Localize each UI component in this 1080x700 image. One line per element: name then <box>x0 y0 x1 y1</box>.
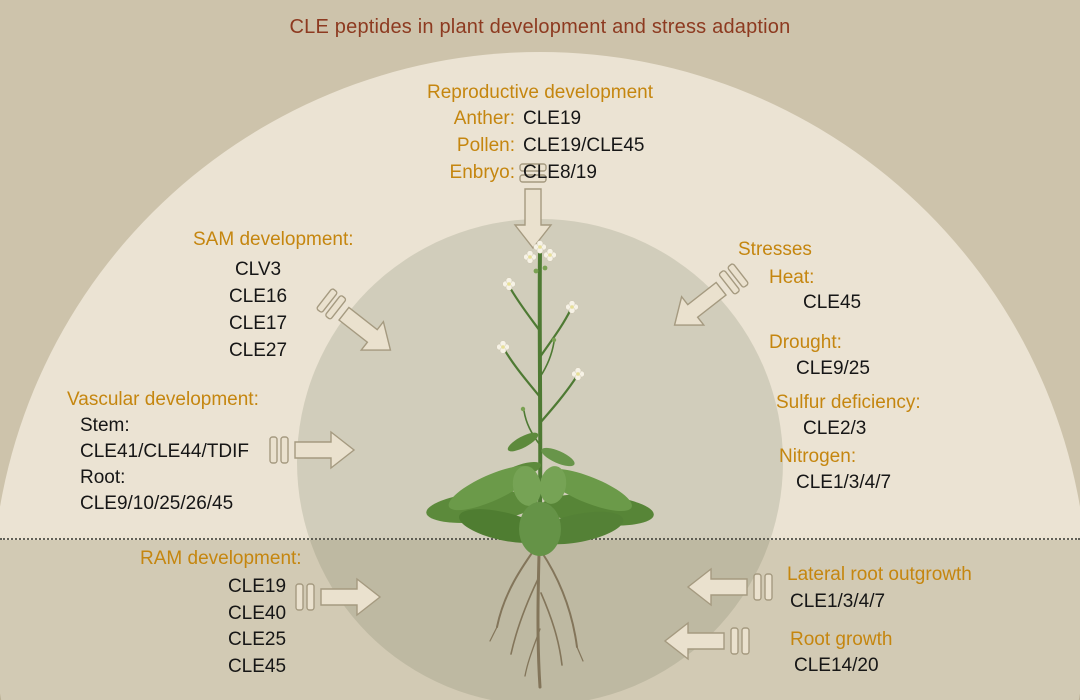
anther-label: Anther: <box>453 108 515 129</box>
ram-heading: RAM development: <box>140 548 302 569</box>
pollen-value: CLE19/CLE45 <box>523 135 645 156</box>
pollen-label: Pollen: <box>456 135 515 156</box>
ram-item: CLE19 <box>227 576 287 597</box>
sulfur-label: Sulfur deficiency: <box>776 392 921 413</box>
heat-label: Heat: <box>769 267 815 288</box>
stresses-heading: Stresses <box>738 239 812 260</box>
root-growth-value: CLE14/20 <box>794 655 879 676</box>
reproductive-section: Reproductive development Anther: CLE19 P… <box>330 82 750 189</box>
embryo-label: Enbryo: <box>449 162 515 183</box>
ram-item: CLE40 <box>227 602 287 624</box>
embryo-row: Enbryo: CLE8/19 <box>330 162 750 189</box>
nitrogen-label: Nitrogen: <box>779 446 857 467</box>
sam-heading: SAM development: <box>193 229 354 250</box>
embryo-value: CLE8/19 <box>523 162 597 183</box>
vascular-heading: Vascular development: <box>67 389 259 410</box>
nitrogen-value: CLE1/3/4/7 <box>796 472 892 493</box>
lateral-root-heading: Lateral root outgrowth <box>787 564 972 585</box>
ram-item: CLE45 <box>227 655 287 677</box>
sam-item: CLE16 <box>228 286 288 307</box>
sulfur-value: CLE2/3 <box>803 418 867 439</box>
vascular-root-label: Root: <box>80 467 126 488</box>
diagram-title: CLE peptides in plant development and st… <box>289 16 791 38</box>
vascular-stem-label: Stem: <box>80 415 130 436</box>
drought-label: Drought: <box>769 332 842 353</box>
ram-list: CLE19 CLE40 CLE25 CLE45 <box>178 574 336 680</box>
plant-illustration <box>426 240 654 689</box>
anther-value: CLE19 <box>523 108 582 129</box>
arrow-right-icon <box>269 431 355 469</box>
anther-row: Anther: CLE19 <box>330 108 750 135</box>
sam-item: CLE17 <box>228 313 288 334</box>
reproductive-heading: Reproductive development <box>426 82 654 103</box>
sam-list: CLV3 CLE16 CLE17 CLE27 <box>168 256 348 364</box>
vascular-stem-value: CLE41/CLE44/TDIF <box>80 441 249 462</box>
ram-item: CLE25 <box>227 629 287 650</box>
drought-value: CLE9/25 <box>796 358 870 379</box>
pollen-row: Pollen: CLE19/CLE45 <box>330 135 750 162</box>
heat-value: CLE45 <box>803 292 862 313</box>
vascular-root-value: CLE9/10/25/26/45 <box>80 493 234 514</box>
sam-item: CLV3 <box>234 259 282 280</box>
lateral-root-value: CLE1/3/4/7 <box>790 591 886 612</box>
root-growth-heading: Root growth <box>790 629 893 650</box>
sam-item: CLE27 <box>228 340 288 361</box>
